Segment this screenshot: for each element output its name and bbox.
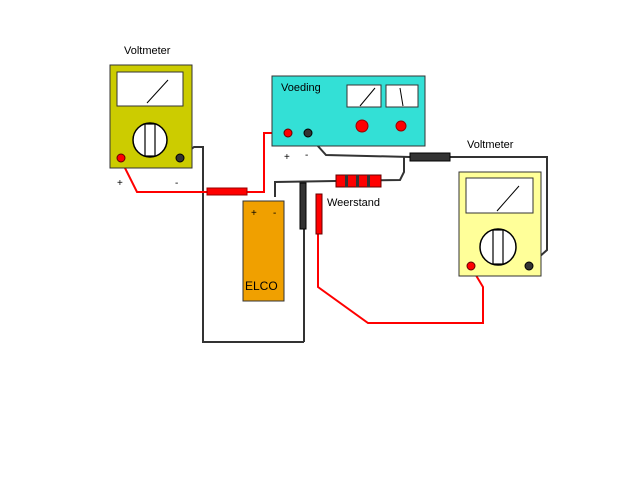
voltmeter-left-title: Voltmeter (124, 45, 171, 57)
resistor-band-1 (345, 175, 348, 187)
capacitor-label: ELCO (245, 279, 278, 293)
voltmeter-right-minus-terminal (524, 261, 534, 271)
voltmeter-left-dial-knob (144, 123, 156, 157)
power-supply-title: Voeding (281, 82, 321, 94)
resistor-band-3 (367, 175, 370, 187)
voltmeter-right-display (465, 177, 534, 214)
voltmeter-right-plus-terminal (466, 261, 476, 271)
wire-right-voltmeter-positive (317, 232, 484, 324)
power-supply-meter-1-needle (359, 87, 376, 107)
resistor-label: Weerstand (327, 197, 380, 209)
power-supply-plus-terminal (283, 128, 293, 138)
voltmeter-right-needle (496, 185, 520, 212)
voltmeter-left-minus-label: - (175, 178, 178, 189)
connector-black-top (409, 152, 451, 162)
voltmeter-right: Voltmeter (458, 139, 542, 277)
resistor-band-2 (356, 175, 359, 187)
voltmeter-left: Voltmeter + - (109, 45, 193, 189)
voltmeter-right-dial-knob (492, 229, 504, 265)
power-supply-plus-label: + (284, 152, 290, 163)
power-supply-meter-2 (385, 84, 419, 108)
capacitor-body (242, 200, 285, 302)
power-supply-minus-terminal (303, 128, 313, 138)
power-supply-meter-2-needle (399, 87, 404, 107)
power-supply-meter-1 (346, 84, 382, 108)
connector-red-left (206, 187, 248, 196)
power-supply: Voeding + - (271, 75, 426, 163)
power-supply-minus-label: - (305, 150, 308, 161)
probe-red (315, 193, 323, 235)
probe-black (299, 182, 307, 230)
voltmeter-left-needle (146, 79, 169, 104)
connectors (206, 152, 451, 235)
voltmeter-right-title: Voltmeter (467, 139, 514, 151)
power-supply-knob-2 (395, 120, 407, 132)
capacitor-plus-label: + (251, 208, 257, 219)
voltmeter-left-plus-label: + (117, 178, 123, 189)
voltmeter-left-minus-terminal (175, 153, 185, 163)
capacitor: + - ELCO (242, 200, 285, 302)
capacitor-minus-label: - (273, 208, 276, 219)
voltmeter-left-plus-terminal (116, 153, 126, 163)
wire-elco-top (274, 157, 405, 197)
wire-left-voltmeter-negative (179, 146, 304, 343)
power-supply-knob-1 (355, 119, 369, 133)
resistor: Weerstand (327, 174, 382, 209)
voltmeter-left-display (116, 71, 184, 107)
